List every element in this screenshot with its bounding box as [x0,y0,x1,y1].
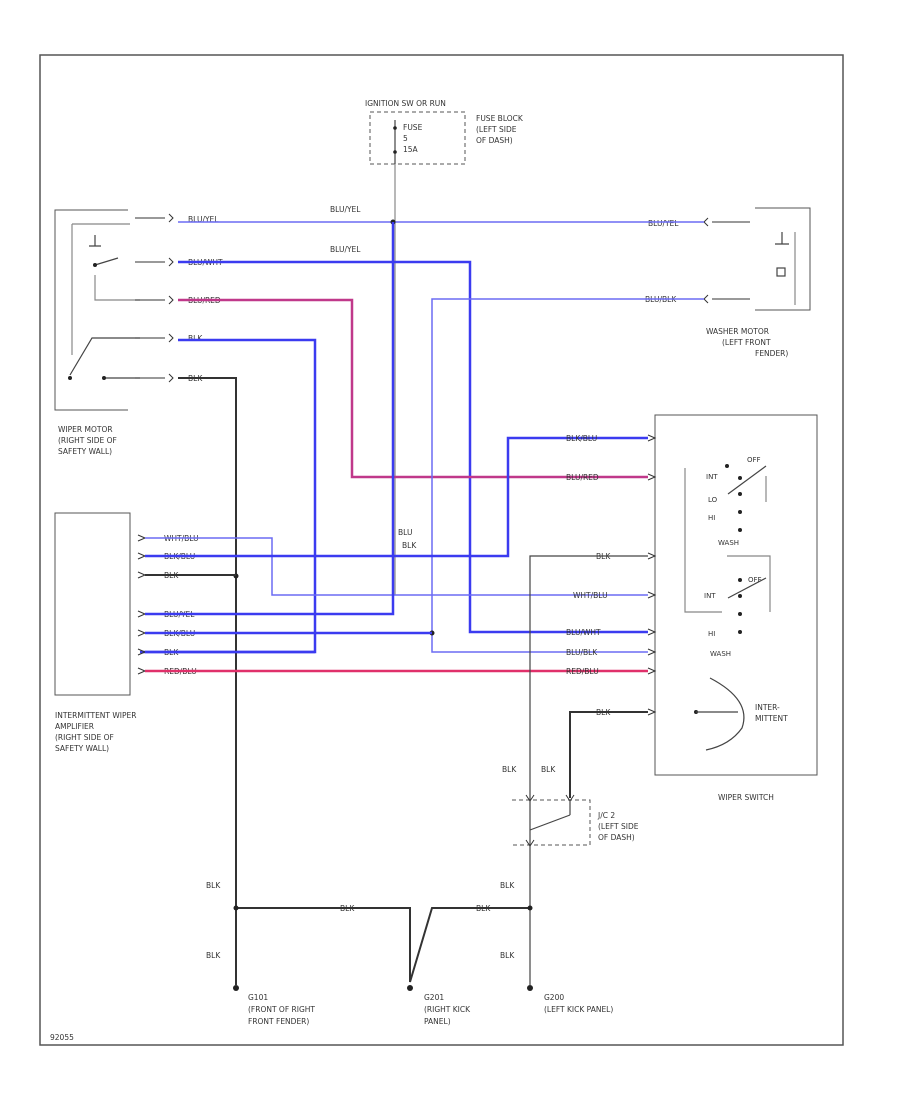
wiper-motor-label-3: SAFETY WALL) [58,447,112,456]
wire-blu-yel-amp [145,222,395,616]
ground-g201-id: G201 [424,993,444,1002]
switch-top-hi: HI [708,514,715,522]
ground-wire-label-4: BLK [500,881,515,890]
fuse-block-label-2: (LEFT SIDE [476,125,517,134]
motor-wire-label-4: BLK [188,334,203,343]
motor-wire-label-1: BLU/YEL [188,215,219,224]
washer-motor-label-1: WASHER MOTOR [706,327,769,336]
switch-top-wash: WASH [718,539,739,547]
intermittent-label-1: INTER- [755,703,780,712]
ground-wire-label-5: BLK [340,904,355,913]
wiper-motor-label-1: WIPER MOTOR [58,425,113,434]
jc-label-3: OF DASH) [598,833,635,842]
junction-connector-jc2: J/C 2 (LEFT SIDE OF DASH) [512,794,639,847]
washer-motor: WASHER MOTOR (LEFT FRONT FENDER) [703,207,811,358]
wire-blu-red [178,298,648,479]
wiper-motor: WIPER MOTOR (RIGHT SIDE OF SAFETY WALL) [54,209,140,456]
switch-top-int: INT [706,473,718,481]
switch-wire-label-1: BLK/BLU [566,434,597,443]
wire-blk-blu-amp [145,436,648,558]
intermittent-label-2: MITTENT [755,714,788,723]
wire-blu-blk-washer [431,298,704,653]
ground-g101-loc-1: (FRONT OF RIGHT [248,1005,315,1014]
switch-wire-label-4: WHT/BLU [573,591,608,600]
blk-label: BLK [402,541,417,550]
switch-wire-label-6: BLU/BLK [566,648,598,657]
ground-wire-label-6: BLK [476,904,491,913]
washer-wire-label-1: BLU/YEL [648,219,679,228]
wire-blk-motor [140,338,317,654]
wire-wht-blu [145,537,648,596]
wiper-switch: WIPER SWITCH OFF INT LO HI WASH OFF INT … [654,414,818,802]
wiper-switch-label: WIPER SWITCH [718,793,774,802]
diagram-frame [39,54,844,1046]
ground-g101-loc-2: FRONT FENDER) [248,1017,309,1026]
fuse-block: FUSE 5 15A FUSE BLOCK (LEFT SIDE OF DASH… [369,111,524,165]
switch-wire-label-5: BLU/WHT [566,628,601,637]
ground-g101-id: G101 [248,993,268,1002]
ground-g201-loc-2: PANEL) [424,1017,451,1026]
ground-wire-label-8: BLK [500,951,515,960]
jc-label-1: J/C 2 [597,811,615,820]
switch-bottom-int: INT [704,592,716,600]
switch-top-lo: LO [708,496,718,504]
switch-wire-label-2: BLU/RED [566,473,599,482]
amplifier-label-1: INTERMITTENT WIPER [55,711,136,720]
bus-top-label: BLU/YEL [330,205,361,214]
wire-blk-motor-ground [178,377,237,985]
switch-bottom-wash: WASH [710,650,731,658]
switch-bottom-off: OFF [748,576,762,584]
blu-label: BLU [398,528,412,537]
ground-wire-label-1: BLK [502,765,517,774]
wire-blu-wht [178,260,648,634]
wire-blk-switch [529,555,648,985]
ground-g200-id: G200 [544,993,564,1002]
ground-g200-loc-1: (LEFT KICK PANEL) [544,1005,613,1014]
bus-second-label: BLU/YEL [330,245,361,254]
amplifier-label-3: (RIGHT SIDE OF [55,733,114,742]
ground-g200: G200 (LEFT KICK PANEL) [527,985,613,1014]
ground-wire-label-3: BLK [206,881,221,890]
washer-motor-label-2: (LEFT FRONT [722,338,771,347]
fuse-number-label: FUSE [403,123,423,132]
switch-bottom-hi: HI [708,630,715,638]
ground-g201-loc-1: (RIGHT KICK [424,1005,471,1014]
fuse-source-label: IGNITION SW OR RUN [365,99,446,108]
washer-motor-label-3: FENDER) [755,349,788,358]
wiper-motor-label-2: (RIGHT SIDE OF [58,436,117,445]
wire-ground-bus [236,907,530,983]
fuse-block-label-3: OF DASH) [476,136,513,145]
ground-wire-label-7: BLK [206,951,221,960]
switch-wire-label-7: RED/BLU [566,667,599,676]
switch-top-off: OFF [747,456,761,464]
ground-g101: G101 (FRONT OF RIGHT FRONT FENDER) [233,985,315,1026]
fuse-block-label-1: FUSE BLOCK [476,114,524,123]
fuse-rating-label: 15A [403,145,419,154]
amplifier-label-2: AMPLIFIER [55,722,94,731]
amplifier-label-4: SAFETY WALL) [55,744,109,753]
figure-code: 92055 [50,1033,74,1042]
ground-g201: G201 (RIGHT KICK PANEL) [407,985,471,1026]
jc-label-2: (LEFT SIDE [598,822,639,831]
switch-pins [647,434,657,716]
intermittent-wiper-amplifier: INTERMITTENT WIPER AMPLIFIER (RIGHT SIDE… [54,512,136,753]
wire-blk-switch-int [569,711,648,798]
fuse-id-label: 5 [403,134,408,143]
wiper-motor-connector [135,213,174,383]
ground-wire-label-2: BLK [541,765,556,774]
